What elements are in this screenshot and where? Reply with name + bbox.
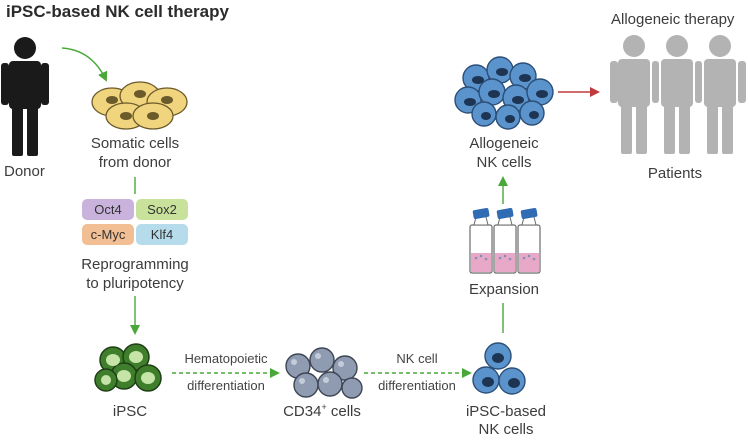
factor-oct4: Oct4 bbox=[82, 199, 134, 220]
allo-nk-label-line1: Allogeneic bbox=[469, 135, 539, 152]
hematopoietic-label-line2: differentiation bbox=[187, 378, 265, 393]
cd34-label-main: CD34 bbox=[283, 403, 322, 420]
nk-diff-label-line2: differentiation bbox=[378, 378, 456, 393]
ipsc-nk-cells-icon bbox=[472, 342, 526, 395]
allo-nk-label-line2: NK cells bbox=[476, 154, 532, 171]
ipsc-cells-icon bbox=[94, 343, 162, 392]
allogeneic-therapy-label: Allogeneic therapy bbox=[611, 11, 735, 28]
expansion-flasks-icon bbox=[469, 207, 541, 274]
patients-label: Patients bbox=[647, 165, 703, 182]
patients-figures-icon bbox=[610, 35, 746, 154]
hematopoietic-label-line1: Hematopoietic bbox=[184, 351, 268, 366]
reprogramming-label-line1: Reprogramming bbox=[81, 256, 189, 273]
factor-c-myc: c-Myc bbox=[82, 224, 134, 245]
donor-to-somatic-arrow bbox=[61, 47, 108, 82]
diagram-title: iPSC-based NK cell therapy bbox=[6, 2, 229, 21]
ipsc-nk-label-line1: iPSC-based bbox=[465, 403, 547, 420]
allogeneic-nk-cells-icon bbox=[454, 56, 554, 130]
factor-klf4: Klf4 bbox=[136, 224, 188, 245]
somatic-label-line2: from donor bbox=[98, 154, 172, 171]
ipsc-label: iPSC bbox=[112, 403, 148, 420]
donor-figure-icon bbox=[1, 37, 49, 156]
expansion-label: Expansion bbox=[468, 281, 540, 298]
somatic-label-line1: Somatic cells bbox=[90, 135, 180, 152]
donor-label: Donor bbox=[4, 163, 45, 180]
cd34-label-sup: + bbox=[321, 402, 327, 412]
factor-sox2: Sox2 bbox=[136, 199, 188, 220]
nk-diff-label-line1: NK cell bbox=[396, 351, 438, 366]
somatic-cells-icon bbox=[91, 81, 188, 130]
cd34-cells-icon bbox=[285, 347, 363, 399]
cd34-label: CD34+ cells bbox=[262, 403, 382, 421]
cd34-label-tail: cells bbox=[326, 403, 361, 420]
reprogramming-label-line2: to pluripotency bbox=[86, 275, 184, 292]
ipsc-nk-label-line2: NK cells bbox=[478, 421, 534, 438]
